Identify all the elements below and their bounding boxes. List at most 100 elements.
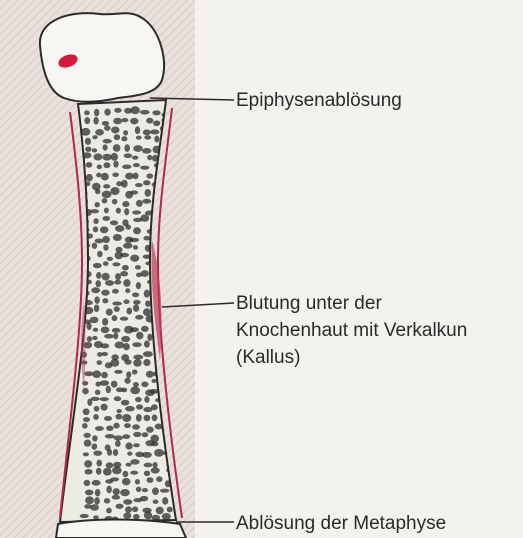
spongy-cell [145, 189, 151, 197]
spongy-cell [123, 499, 132, 505]
spongy-cell [102, 154, 111, 161]
spongy-cell [125, 288, 130, 293]
spongy-cell [93, 450, 102, 455]
spongy-cell [94, 109, 99, 117]
spongy-cell [92, 443, 98, 450]
spongy-cell [113, 333, 118, 340]
spongy-cell [125, 173, 134, 180]
spongy-cell [136, 404, 143, 409]
spongy-cell [152, 487, 159, 495]
spongy-cell [133, 514, 140, 520]
spongy-cell [114, 134, 120, 140]
spongy-cell [133, 382, 139, 387]
spongy-cell [112, 289, 119, 294]
spongy-cell [94, 406, 100, 412]
spongy-cell [132, 424, 140, 429]
spongy-cell [111, 153, 118, 161]
spongy-cell [129, 238, 139, 242]
spongy-cell [96, 272, 101, 279]
spongy-cell [147, 334, 152, 341]
spongy-cell [141, 326, 149, 332]
spongy-cell [122, 265, 129, 271]
spongy-cell [130, 327, 139, 332]
spongy-cell [140, 214, 149, 221]
spongy-cell [143, 180, 150, 185]
spongy-cell [122, 414, 131, 422]
spongy-cell [146, 371, 154, 378]
spongy-cell [136, 200, 143, 207]
spongy-cell [152, 414, 158, 421]
spongy-cell [91, 397, 100, 401]
spongy-cell [133, 300, 141, 305]
spongy-cell [116, 504, 124, 509]
spongy-cell [101, 290, 109, 296]
spongy-cell [136, 414, 142, 422]
spongy-cell [124, 208, 129, 215]
spongy-cell [143, 351, 153, 357]
spongy-cell [84, 460, 92, 467]
spongy-cell [144, 135, 151, 139]
spongy-cell [132, 342, 141, 347]
spongy-cell [162, 513, 171, 520]
label-bleeding-line-2: Knochenhaut mit Verkalkun [236, 319, 467, 343]
spongy-cell [115, 341, 125, 348]
spongy-cell [85, 490, 94, 496]
spongy-cell [84, 480, 91, 486]
spongy-cell [106, 462, 114, 468]
spongy-cell [104, 498, 110, 503]
spongy-cell [94, 153, 103, 160]
spongy-cell [124, 153, 132, 158]
spongy-cell [106, 486, 112, 494]
spongy-cell [90, 209, 99, 213]
spongy-cell [86, 174, 93, 182]
spongy-cell [94, 202, 99, 207]
spongy-cell [83, 452, 89, 456]
spongy-cell [142, 452, 152, 458]
spongy-cell [142, 488, 148, 492]
spongy-cell [115, 440, 121, 447]
spongy-cell [121, 136, 127, 141]
spongy-cell [132, 506, 138, 512]
spongy-cell [84, 117, 90, 124]
spongy-cell [144, 511, 152, 519]
spongy-cell [126, 371, 131, 378]
spongy-cell [92, 370, 101, 378]
spongy-cell [92, 243, 97, 249]
spongy-cell [153, 500, 159, 504]
spongy-cell [124, 359, 131, 364]
spongy-cell [156, 507, 164, 515]
spongy-cell [110, 477, 119, 481]
spongy-cell [114, 396, 121, 401]
spongy-cell [146, 173, 153, 178]
spongy-cell [145, 245, 151, 252]
spongy-cell [144, 290, 150, 298]
spongy-cell [125, 463, 131, 467]
spongy-cell [122, 201, 129, 207]
spongy-cell [121, 336, 130, 342]
spongy-cell [112, 328, 121, 333]
spongy-cell [135, 126, 140, 134]
label-epiphysis-separation: Epiphysenablösung [236, 89, 402, 113]
spongy-cell [133, 432, 141, 437]
spongy-cell [93, 263, 102, 268]
spongy-cell [100, 380, 109, 386]
spongy-cell [95, 189, 100, 194]
spongy-cell [125, 442, 132, 449]
spongy-cell [103, 261, 109, 266]
spongy-cell [92, 135, 97, 139]
spongy-cell [104, 125, 111, 130]
spongy-cell [82, 388, 88, 395]
spongy-cell [115, 225, 124, 232]
spongy-cell [86, 162, 93, 168]
spongy-cell [133, 304, 139, 311]
spongy-cell [130, 459, 139, 464]
spongy-cell [125, 506, 132, 513]
spongy-cell [93, 414, 99, 420]
spongy-cell [102, 121, 109, 126]
spongy-cell [97, 360, 103, 365]
spongy-cell [96, 173, 101, 178]
spongy-cell [93, 226, 98, 232]
spongy-cell [103, 184, 110, 188]
spongy-cell [133, 163, 140, 167]
spongy-cell [123, 299, 129, 304]
